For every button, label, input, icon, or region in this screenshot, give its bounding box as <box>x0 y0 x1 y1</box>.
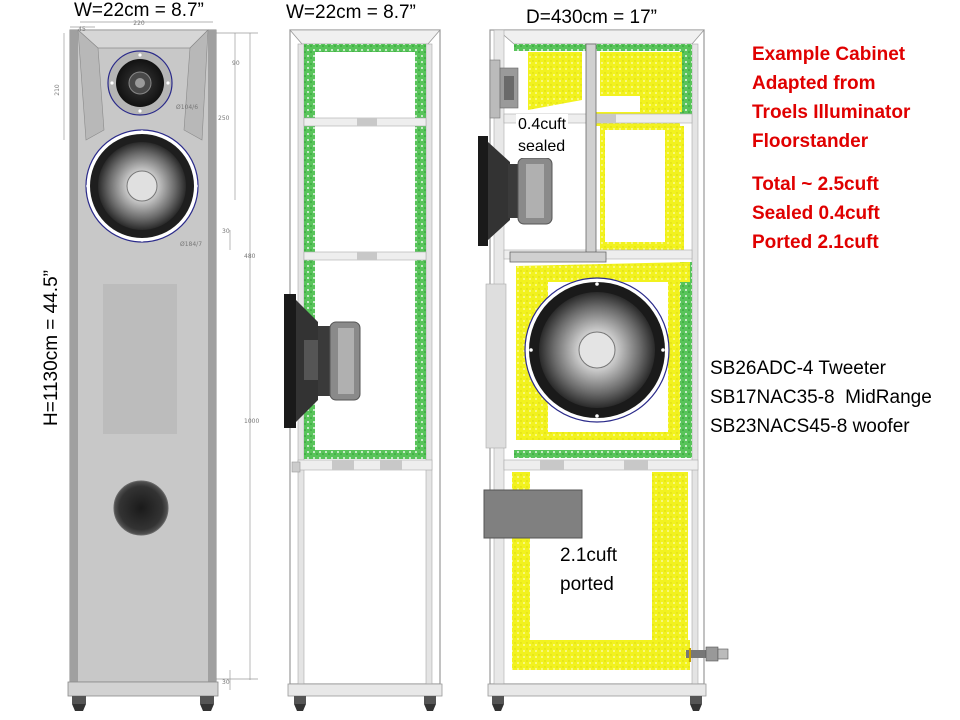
notes-title-line-2: Adapted from <box>752 73 876 94</box>
side-shelf-2-gap <box>357 252 377 260</box>
front-grille-panel <box>103 284 177 434</box>
side-inner-wall-right <box>425 43 433 685</box>
anno-d90: 90 <box>232 60 240 67</box>
front-foot-left <box>72 696 86 704</box>
depth-midrange <box>478 136 553 246</box>
drawing-annotations: 220 45 210 Ø104/6 Ø184/7 90 250 30 480 1… <box>54 20 259 686</box>
notes-title-line-1: Example Cabinet <box>752 44 906 65</box>
side-woofer <box>284 294 361 428</box>
depth-woofer <box>524 277 670 423</box>
side-green-damping <box>304 44 426 459</box>
sealed-divider-vertical <box>585 43 597 257</box>
depth-shelf-3 <box>503 459 699 471</box>
front-bass-port <box>113 480 169 536</box>
sealed-divider-bottom <box>509 251 607 263</box>
side-shelf-3 <box>297 459 433 471</box>
sealed-volume-line-2: sealed <box>518 138 566 155</box>
side-width-label: W=22cm = 8.7” <box>286 2 416 23</box>
anno-d30b: 30 <box>222 679 230 686</box>
anno-top-width: 220 <box>133 20 145 27</box>
notes-block: Example Cabinet Adapted from Troels Illu… <box>752 40 910 257</box>
driver-tweeter: SB26ADC-4 Tweeter <box>710 358 887 379</box>
sealed-volume-line-1: 0.4cuft <box>518 116 567 133</box>
notes-title-line-4: Floorstander <box>752 131 869 152</box>
anno-d250: 250 <box>218 115 230 122</box>
driver-list: SB26ADC-4 Tweeter SB17NAC35-8 MidRange S… <box>710 354 932 441</box>
depth-green-top <box>514 44 692 51</box>
anno-d1000: 1000 <box>244 418 259 425</box>
depth-port-tube <box>483 489 583 539</box>
depth-rear-wall <box>691 43 699 685</box>
depth-terminal <box>686 646 729 662</box>
anno-tweeter-size: Ø104/6 <box>176 104 198 111</box>
anno-d30: 30 <box>222 228 230 235</box>
ported-volume-line-1: 2.1cuft <box>560 545 618 566</box>
front-right-facet <box>183 29 209 141</box>
ported-volume-line-2: ported <box>560 574 614 595</box>
front-midrange <box>85 129 199 243</box>
anno-mid-size: Ø184/7 <box>180 241 202 248</box>
sealed-volume-label: 0.4cuft sealed <box>516 114 569 158</box>
front-view <box>63 21 258 711</box>
depth-view <box>478 29 729 711</box>
notes-sealed-volume: Sealed 0.4cuft <box>752 203 880 224</box>
side-view <box>284 29 443 711</box>
notes-total-volume: Total ~ 2.5cuft <box>752 174 879 195</box>
front-width-label: W=22cm = 8.7” <box>74 0 204 21</box>
anno-offset: 45 <box>78 26 86 33</box>
driver-midrange: SB17NAC35-8 MidRange <box>710 387 932 408</box>
driver-woofer: SB23NACS45-8 woofer <box>710 416 910 437</box>
ported-volume-label: 2.1cuft ported <box>560 541 617 599</box>
depth-tweeter <box>489 59 519 119</box>
front-left-facet <box>77 29 105 141</box>
anno-top-height: 210 <box>54 84 61 96</box>
front-spike-right <box>200 704 214 711</box>
depth-plinth <box>487 683 707 697</box>
notes-title-line-3: Troels Illuminator <box>752 102 911 123</box>
front-tweeter <box>107 50 173 116</box>
side-shelf-1-gap <box>357 118 377 126</box>
depth-label: D=430cm = 17” <box>526 7 657 28</box>
front-spike-left <box>72 704 86 711</box>
front-right-edge <box>208 30 216 682</box>
side-top-bevel <box>289 29 441 45</box>
depth-green-mid <box>514 450 692 458</box>
front-plinth <box>67 681 219 697</box>
side-plinth <box>287 683 443 697</box>
front-top-facet <box>76 29 209 49</box>
anno-d480: 480 <box>244 253 256 260</box>
height-label: H=1130cm = 44.5” <box>41 270 62 426</box>
front-foot-right <box>200 696 214 704</box>
notes-ported-volume: Ported 2.1cuft <box>752 232 879 253</box>
front-dimension-lines <box>63 21 258 690</box>
front-left-edge <box>70 30 78 682</box>
